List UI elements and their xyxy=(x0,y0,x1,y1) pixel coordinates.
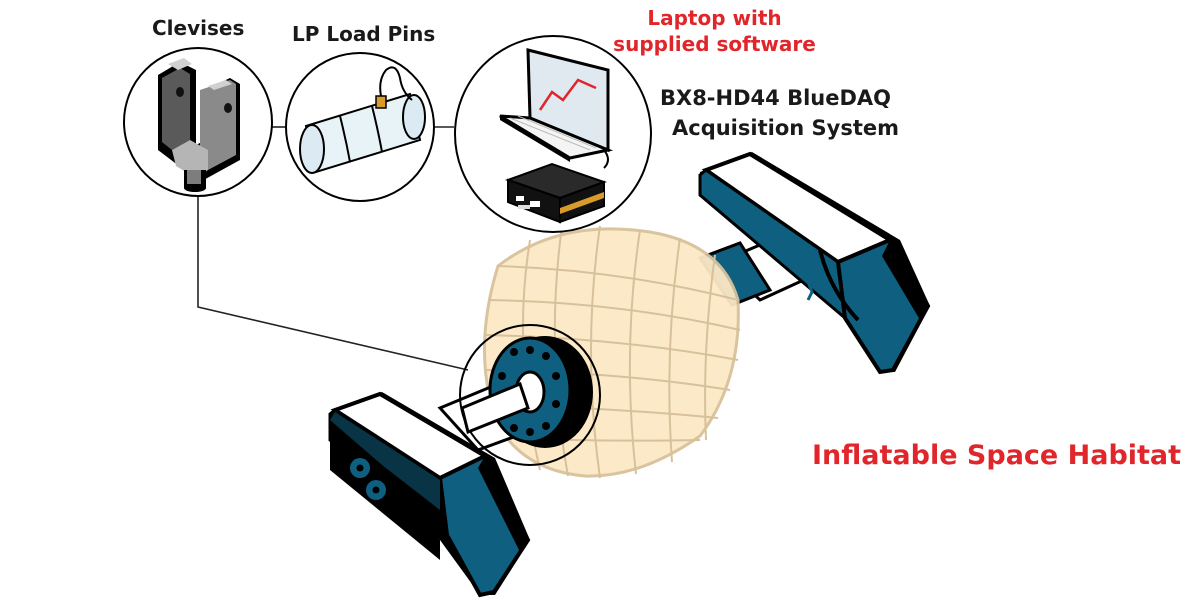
daq-inset xyxy=(454,35,652,233)
label-load-pins: LP Load Pins xyxy=(292,22,436,46)
logo-mark-icon xyxy=(350,458,386,500)
label-daq-line2: Acquisition System xyxy=(672,116,899,140)
laptop-icon xyxy=(499,48,614,169)
flange-magnifier xyxy=(459,324,601,466)
connector-clevis-flange xyxy=(197,196,469,371)
label-clevises: Clevises xyxy=(152,16,245,40)
clevis-icon xyxy=(158,58,240,192)
load-pin-icon xyxy=(299,66,426,174)
daq-box-icon xyxy=(505,162,607,224)
label-daq-line1: BX8-HD44 BlueDAQ xyxy=(660,86,891,110)
label-habitat: Inflatable Space Habitat xyxy=(812,440,1182,471)
right-fixture xyxy=(697,151,931,375)
connector-lines xyxy=(197,126,469,371)
clevis-inset xyxy=(123,47,273,197)
label-laptop-line2: supplied software xyxy=(613,32,816,56)
label-laptop: Laptop with supplied software xyxy=(612,5,817,57)
load-pin-inset xyxy=(285,52,435,202)
label-laptop-line1: Laptop with xyxy=(647,6,782,30)
